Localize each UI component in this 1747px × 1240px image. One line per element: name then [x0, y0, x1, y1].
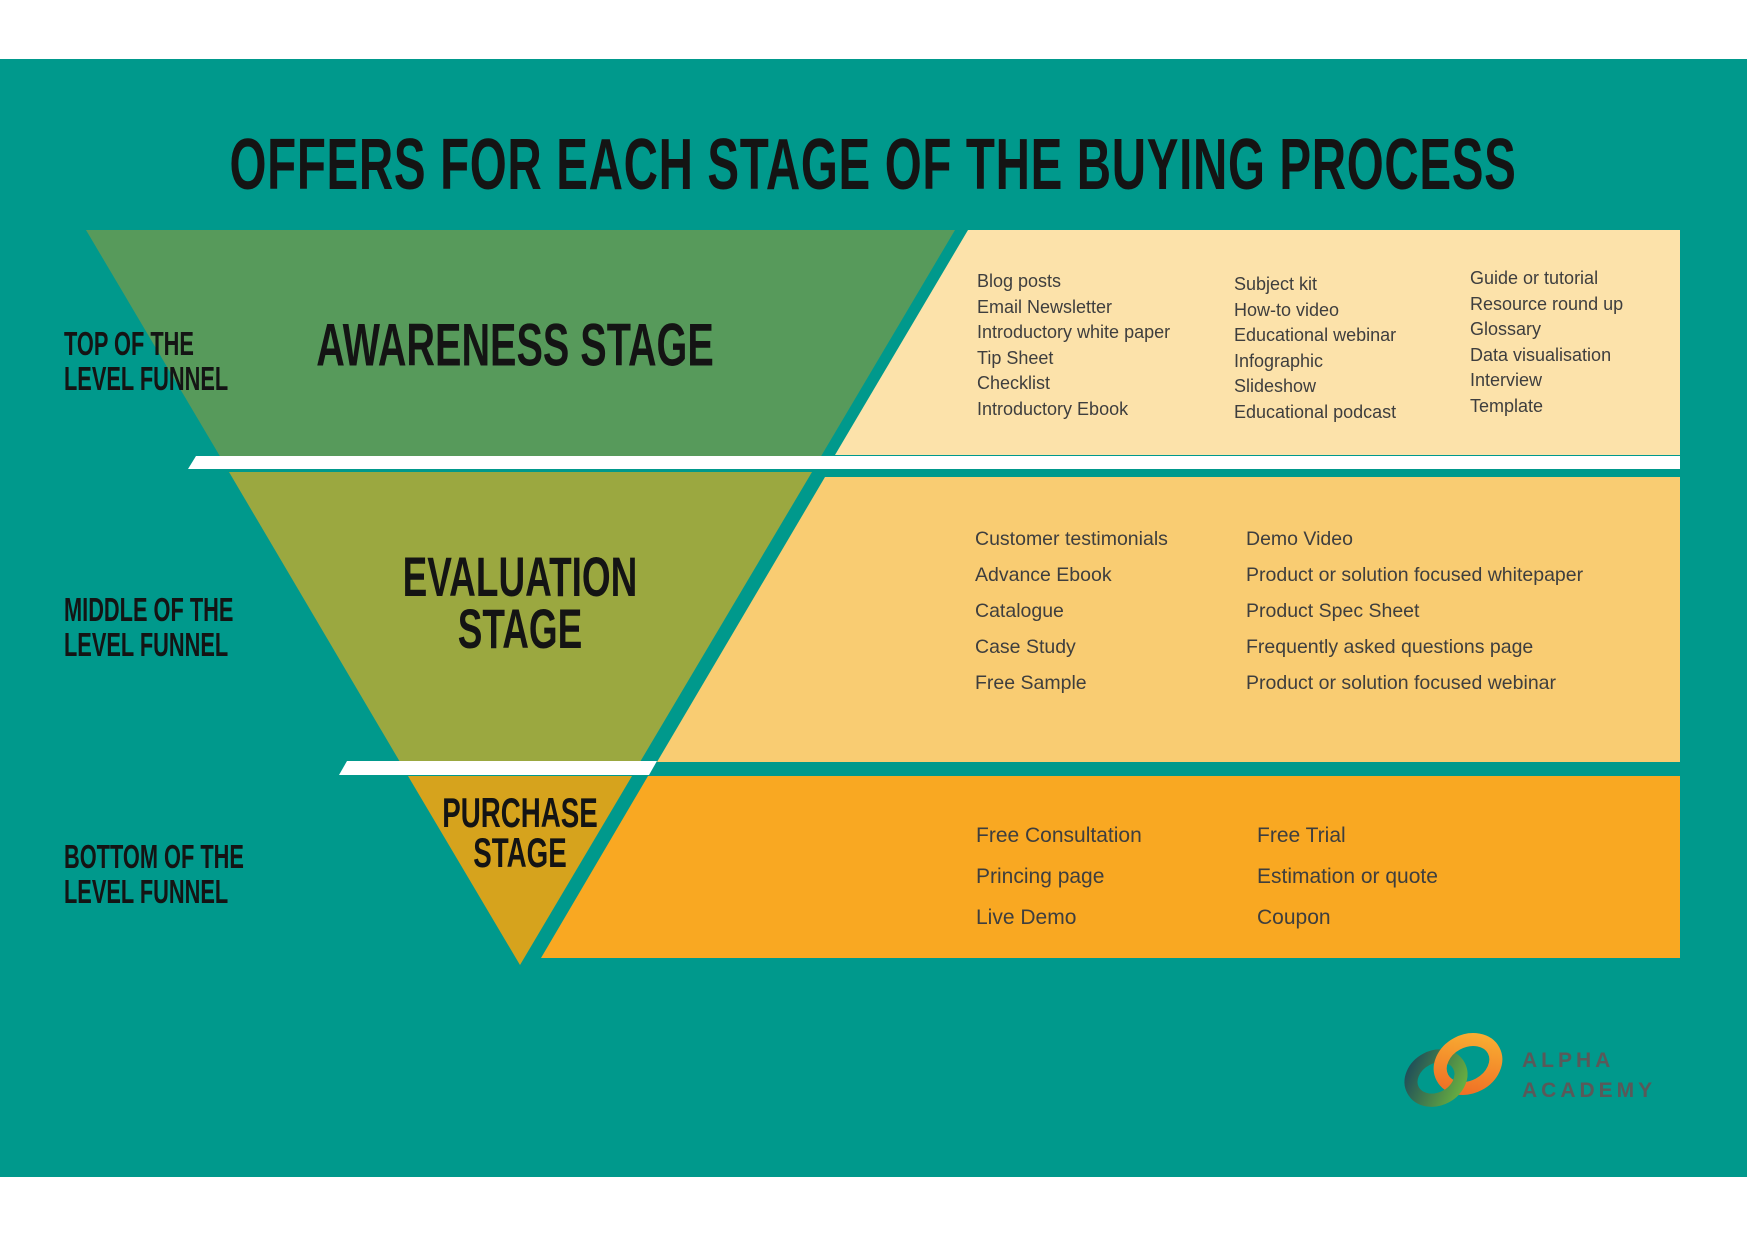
offer-item: Free Consultation: [976, 824, 1142, 847]
offer-item: How-to video: [1234, 299, 1340, 320]
evaluation-offers-box: [657, 477, 1680, 762]
logo-text-line: ACADEMY: [1522, 1079, 1657, 1102]
offer-item: Demo Video: [1246, 528, 1353, 550]
side-label-line: LEVEL FUNNEL: [64, 873, 229, 910]
offer-item: Slideshow: [1234, 376, 1317, 396]
purchase-offers-box: [541, 776, 1680, 958]
awareness-offers-box: [835, 230, 1680, 455]
offer-item: Educational podcast: [1234, 401, 1397, 422]
offer-item: Infographic: [1234, 350, 1324, 371]
separator-bar-1: [188, 456, 1680, 469]
offer-item: Blog posts: [977, 271, 1062, 291]
funnel-slice-evaluation: [229, 472, 812, 762]
stage-title-line: EVALUATION: [402, 545, 638, 608]
offer-item: Resource round up: [1470, 293, 1624, 314]
offer-item: Introductory white paper: [977, 322, 1171, 342]
offer-item: Live Demo: [976, 906, 1077, 929]
stage-title-line: STAGE: [457, 597, 583, 660]
offer-item: Catalogue: [975, 600, 1064, 622]
offer-item: Template: [1470, 395, 1544, 416]
offer-item: Free Trial: [1257, 824, 1346, 847]
logo-ribbon-right: [1433, 1033, 1503, 1095]
offer-item: Email Newsletter: [977, 296, 1113, 317]
offer-item: Glossary: [1470, 319, 1542, 339]
offer-item: Introductory Ebook: [977, 398, 1129, 419]
side-label-top-of-funnel: TOP OF THE LEVEL FUNNEL: [64, 326, 228, 396]
side-label-middle-of-funnel: MIDDLE OF THE LEVEL FUNNEL: [64, 592, 233, 662]
alpha-academy-logo-icon: [1404, 1033, 1503, 1107]
offer-item: Interview: [1470, 370, 1543, 390]
stage-title-evaluation: EVALUATION STAGE: [402, 545, 638, 660]
offer-item: Princing page: [976, 865, 1105, 888]
stage-title-awareness: AWARENESS STAGE: [316, 311, 714, 379]
alpha-academy-logo-text: ALPHA ACADEMY: [1522, 1046, 1656, 1106]
offer-item: Subject kit: [1234, 274, 1318, 294]
separator-bar-2: [339, 761, 657, 775]
offer-item: Free Sample: [975, 672, 1087, 694]
offer-item: Coupon: [1257, 906, 1331, 929]
offer-item: Frequently asked questions page: [1246, 636, 1534, 658]
stage-title-purchase: PURCHASE STAGE: [442, 789, 598, 876]
offer-item: Checklist: [977, 373, 1051, 393]
offer-item: Customer testimonials: [975, 528, 1168, 550]
offer-item: Educational webinar: [1234, 325, 1397, 345]
offer-item: Estimation or quote: [1257, 865, 1438, 888]
offer-item: Product or solution focused webinar: [1246, 672, 1557, 694]
stage-title-line: PURCHASE: [442, 789, 598, 836]
offer-item: Guide or tutorial: [1470, 268, 1599, 288]
offer-item: Data visualisation: [1470, 344, 1612, 365]
offer-item: Advance Ebook: [975, 564, 1112, 586]
funnel-slice-awareness: [86, 230, 955, 458]
side-label-line: BOTTOM OF THE: [64, 838, 244, 875]
offer-item: Product Spec Sheet: [1246, 600, 1420, 622]
side-label-line: TOP OF THE: [64, 325, 194, 362]
side-label-line: LEVEL FUNNEL: [64, 360, 229, 397]
page-title: OFFERS FOR EACH STAGE OF THE BUYING PROC…: [229, 125, 1517, 205]
stage-title-line: STAGE: [473, 829, 567, 876]
side-label-line: LEVEL FUNNEL: [64, 626, 229, 663]
offer-item: Product or solution focused whitepaper: [1246, 564, 1584, 586]
logo-ribbon-overlap: [1404, 1049, 1468, 1107]
logo-text-line: ALPHA: [1522, 1049, 1615, 1072]
side-label-line: MIDDLE OF THE: [64, 591, 234, 628]
side-label-bottom-of-funnel: BOTTOM OF THE LEVEL FUNNEL: [64, 839, 244, 909]
funnel-slice-purchase: [408, 776, 632, 965]
offer-item: Tip Sheet: [977, 347, 1054, 368]
offer-item: Case Study: [975, 636, 1076, 658]
